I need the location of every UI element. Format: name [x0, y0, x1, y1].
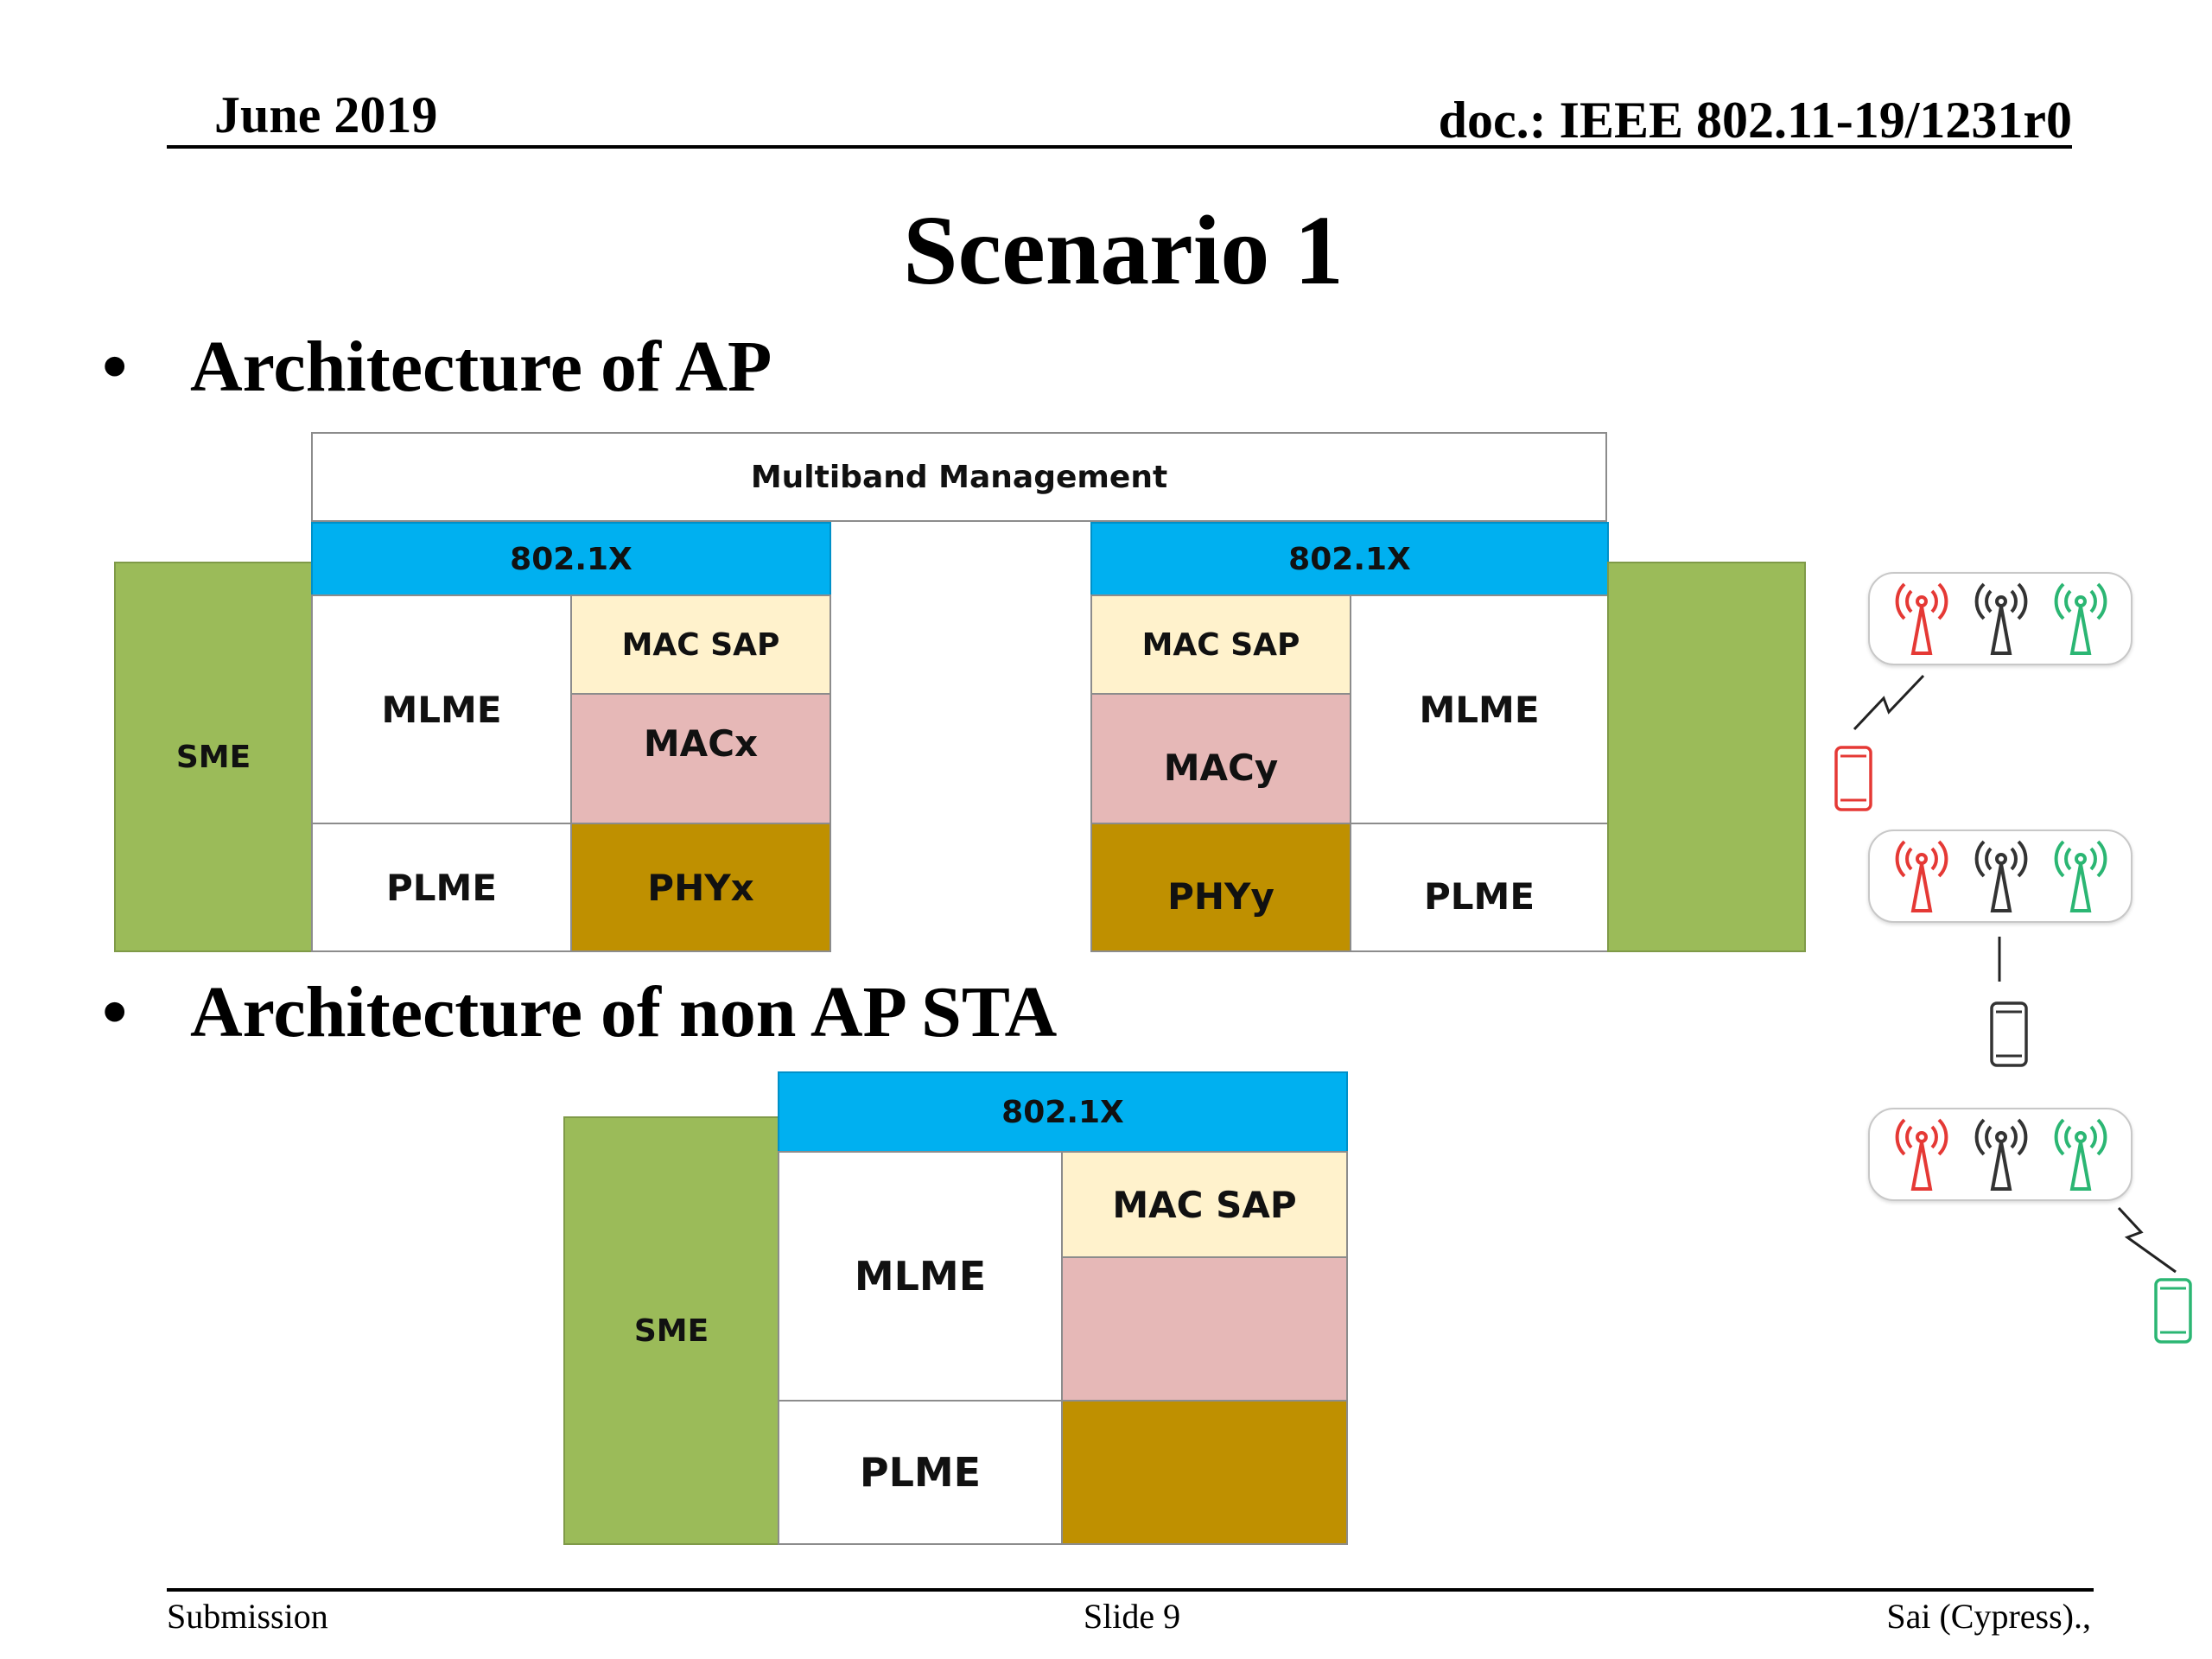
sta-mac-sap-box: MAC SAP: [1061, 1151, 1348, 1258]
wired-link-icon: [1998, 937, 2001, 982]
antenna-tower-icon: [1974, 840, 2028, 912]
bullet-ap-architecture: Architecture of AP: [190, 327, 772, 407]
bullet-marker: •: [102, 972, 128, 1052]
footer-author: Sai (Cypress).,: [1886, 1597, 2091, 1636]
ap-right-sme-box: [1607, 562, 1806, 952]
ap-left-mlme-box: MLME: [311, 594, 572, 824]
footer-rule: [167, 1588, 2094, 1592]
phone-icon: [2154, 1278, 2192, 1344]
ap-right-802-1x-box: 802.1X: [1090, 522, 1609, 596]
ap-right-mac-sap-box: MAC SAP: [1090, 594, 1351, 695]
ap-right-mlme-box: MLME: [1350, 594, 1609, 824]
ap-left-sme-box: SME: [114, 562, 313, 952]
wireless-link-icon: [2117, 1206, 2177, 1274]
ap-left-phy-box: PHYx: [570, 823, 831, 952]
bullet-marker: •: [102, 327, 128, 407]
ap-group-pill: [1868, 830, 2133, 923]
ap-right-mac-box: MACy: [1090, 693, 1351, 824]
header-doc-id: doc.: IEEE 802.11-19/1231r0: [1438, 92, 2072, 149]
wireless-link-icon: [1853, 674, 1925, 731]
slide-title: Scenario 1: [903, 195, 1344, 305]
multiband-management-box: Multiband Management: [311, 432, 1607, 522]
phone-icon: [1990, 1001, 2028, 1067]
ap-left-mac-box: MACx: [570, 693, 831, 824]
antenna-tower-icon: [1895, 840, 1948, 912]
antenna-tower-icon: [1974, 1118, 2028, 1191]
ap-right-plme-box: PLME: [1350, 823, 1609, 952]
sta-mlme-box: MLME: [778, 1151, 1063, 1402]
antenna-tower-icon: [2054, 1118, 2107, 1191]
ap-group-pill: [1868, 1108, 2133, 1201]
antenna-tower-icon: [1895, 582, 1948, 655]
sta-mac-box: [1061, 1256, 1348, 1402]
header-rule: [167, 145, 2072, 149]
header-date: June 2019: [214, 86, 438, 143]
sta-phy-box: [1061, 1400, 1348, 1545]
bullet-sta-architecture: Architecture of non AP STA: [190, 972, 1058, 1052]
sta-sme-box: SME: [563, 1116, 779, 1545]
sta-802-1x-box: 802.1X: [778, 1071, 1348, 1153]
antenna-tower-icon: [1974, 582, 2028, 655]
footer-slide-number: Slide 9: [1083, 1597, 1181, 1636]
antenna-tower-icon: [2054, 582, 2107, 655]
ap-left-mac-sap-box: MAC SAP: [570, 594, 831, 695]
antenna-tower-icon: [2054, 840, 2107, 912]
phone-icon: [1834, 746, 1872, 811]
ap-left-802-1x-box: 802.1X: [311, 522, 831, 596]
ap-right-phy-box: PHYy: [1090, 823, 1351, 952]
antenna-tower-icon: [1895, 1118, 1948, 1191]
ap-left-plme-box: PLME: [311, 823, 572, 952]
sta-plme-box: PLME: [778, 1400, 1063, 1545]
ap-group-pill: [1868, 572, 2133, 665]
footer-submission: Submission: [167, 1597, 328, 1636]
